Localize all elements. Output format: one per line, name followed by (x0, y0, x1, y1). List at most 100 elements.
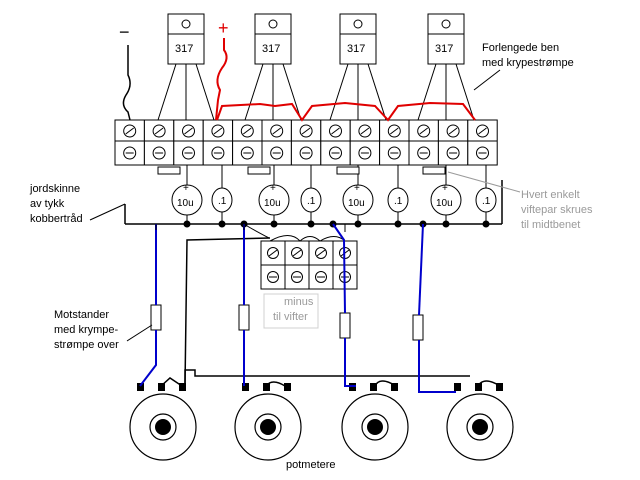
label-ground-rail: jordskinne av tykk kobbertråd (29, 183, 126, 225)
terminal-cell (467, 119, 498, 166)
regulator-label: 317 (435, 43, 453, 55)
plus-sign: + (218, 18, 229, 38)
capacitor-value: .1 (307, 196, 316, 207)
label-extended-legs-line2: med krypestrømpe (482, 57, 574, 69)
label-ground-rail-line1: jordskinne (29, 183, 80, 195)
pot-lug (158, 383, 165, 391)
regulator-label: 317 (262, 43, 280, 55)
voltage-regulator: 317 (244, 13, 302, 121)
label-fan-pair-line1: Hvert enkelt (521, 189, 580, 201)
capacitor-value: 10u (177, 198, 194, 209)
terminal-cell (379, 119, 410, 166)
regulator-leg (157, 63, 177, 121)
label-resistors-line2: med krympe- (54, 324, 119, 336)
electrolytic-capacitor: +10u (171, 165, 203, 228)
fan-minus-terminal-block (243, 223, 358, 290)
terminal-cell (290, 119, 322, 166)
junction-dot (183, 220, 191, 228)
ceramic-capacitor: .1 (300, 165, 322, 228)
black-wire (374, 380, 397, 387)
regulator-label: 317 (175, 43, 193, 55)
potentiometer (129, 383, 197, 461)
electrolytic-capacitor: +10u (258, 165, 290, 228)
ceramic-capacitor: .1 (387, 165, 409, 228)
series-resistor (339, 312, 351, 339)
terminal-cell (308, 240, 334, 290)
polarity-mark: + (270, 183, 276, 194)
junction-dot (270, 220, 278, 228)
negative-supply-wire: − (119, 22, 131, 121)
terminal-cell (173, 119, 204, 166)
pot-lug (496, 383, 503, 391)
terminal-cell (114, 119, 145, 166)
blue-fan-wire (418, 223, 424, 316)
label-resistors-line1: Motstander (54, 309, 109, 321)
capacitor-value: 10u (264, 198, 281, 209)
terminal-cell (232, 119, 263, 166)
pot-lug (370, 383, 377, 391)
trim-resistor (422, 166, 446, 175)
pot-lug (475, 383, 482, 391)
black-wire (184, 369, 470, 386)
pot-lug (391, 383, 398, 391)
voltage-regulator: 317 (157, 13, 215, 121)
label-resistors: Motstander med krympe- strømpe over (54, 309, 153, 351)
polarity-mark: + (442, 183, 448, 194)
black-wire (184, 237, 271, 387)
mount-hole-icon (353, 19, 363, 29)
regulator-body (167, 33, 205, 65)
potentiometer (341, 383, 409, 461)
capacitor-value: .1 (482, 196, 491, 207)
regulator-leg (455, 63, 475, 121)
junction-dot (354, 220, 362, 228)
black-wire (265, 381, 286, 387)
pot-lug (263, 383, 270, 391)
mount-hole-icon (268, 19, 278, 29)
positive-supply-wire: + (215, 18, 229, 121)
pot-shaft-icon (155, 419, 171, 435)
pot-shaft-icon (260, 419, 276, 435)
regulator-leg (282, 63, 302, 121)
label-extended-legs-line1: Forlengede ben (482, 42, 559, 54)
potentiometer (234, 383, 302, 461)
label-fan-pair-line3: til midtbenet (521, 219, 580, 231)
junction-dot (218, 220, 226, 228)
ceramic-capacitor: .1 (211, 165, 233, 228)
potentiometers (129, 383, 514, 461)
blue-fan-wire (332, 223, 346, 314)
series-resistor (150, 304, 162, 331)
blue-fan-wire (418, 340, 456, 393)
label-resistors-line3: strømpe over (54, 339, 119, 351)
regulator-leg (244, 63, 264, 121)
pot-shaft-icon (472, 419, 488, 435)
label-minus-fans: minus til vifter (263, 293, 319, 329)
minus-sign: − (119, 22, 130, 42)
terminal-cell (349, 119, 381, 166)
mount-hole-icon (441, 19, 451, 29)
fan-minus-loops (269, 235, 346, 242)
regulator-leg (195, 63, 215, 121)
regulator-body (254, 33, 292, 65)
black-wire (160, 377, 183, 387)
series-resistor (412, 314, 424, 341)
pot-lug (179, 383, 186, 391)
capacitor-value: .1 (218, 196, 227, 207)
polarity-mark: + (354, 183, 360, 194)
blue-fan-wire (139, 330, 157, 387)
pot-lug (242, 383, 249, 391)
main-terminal-block (114, 119, 498, 166)
label-ground-rail-line3: kobbertråd (30, 213, 83, 225)
terminal-cell (261, 119, 292, 166)
junction-dot (307, 220, 315, 228)
regulator-leg (329, 63, 349, 121)
trim-resistor (247, 166, 271, 175)
trim-resistor (157, 166, 181, 175)
terminal-cell (320, 119, 351, 166)
electrolytic-capacitor: +10u (430, 165, 462, 228)
capacitors: +10u .1 +10u .1 +10u .1 +10u .1 (157, 165, 497, 228)
capacitor-value: 10u (348, 198, 365, 209)
label-extended-legs: Forlengede ben med krypestrømpe (473, 42, 574, 91)
label-ground-rail-line2: av tykk (30, 198, 65, 210)
terminal-cell (143, 119, 175, 166)
